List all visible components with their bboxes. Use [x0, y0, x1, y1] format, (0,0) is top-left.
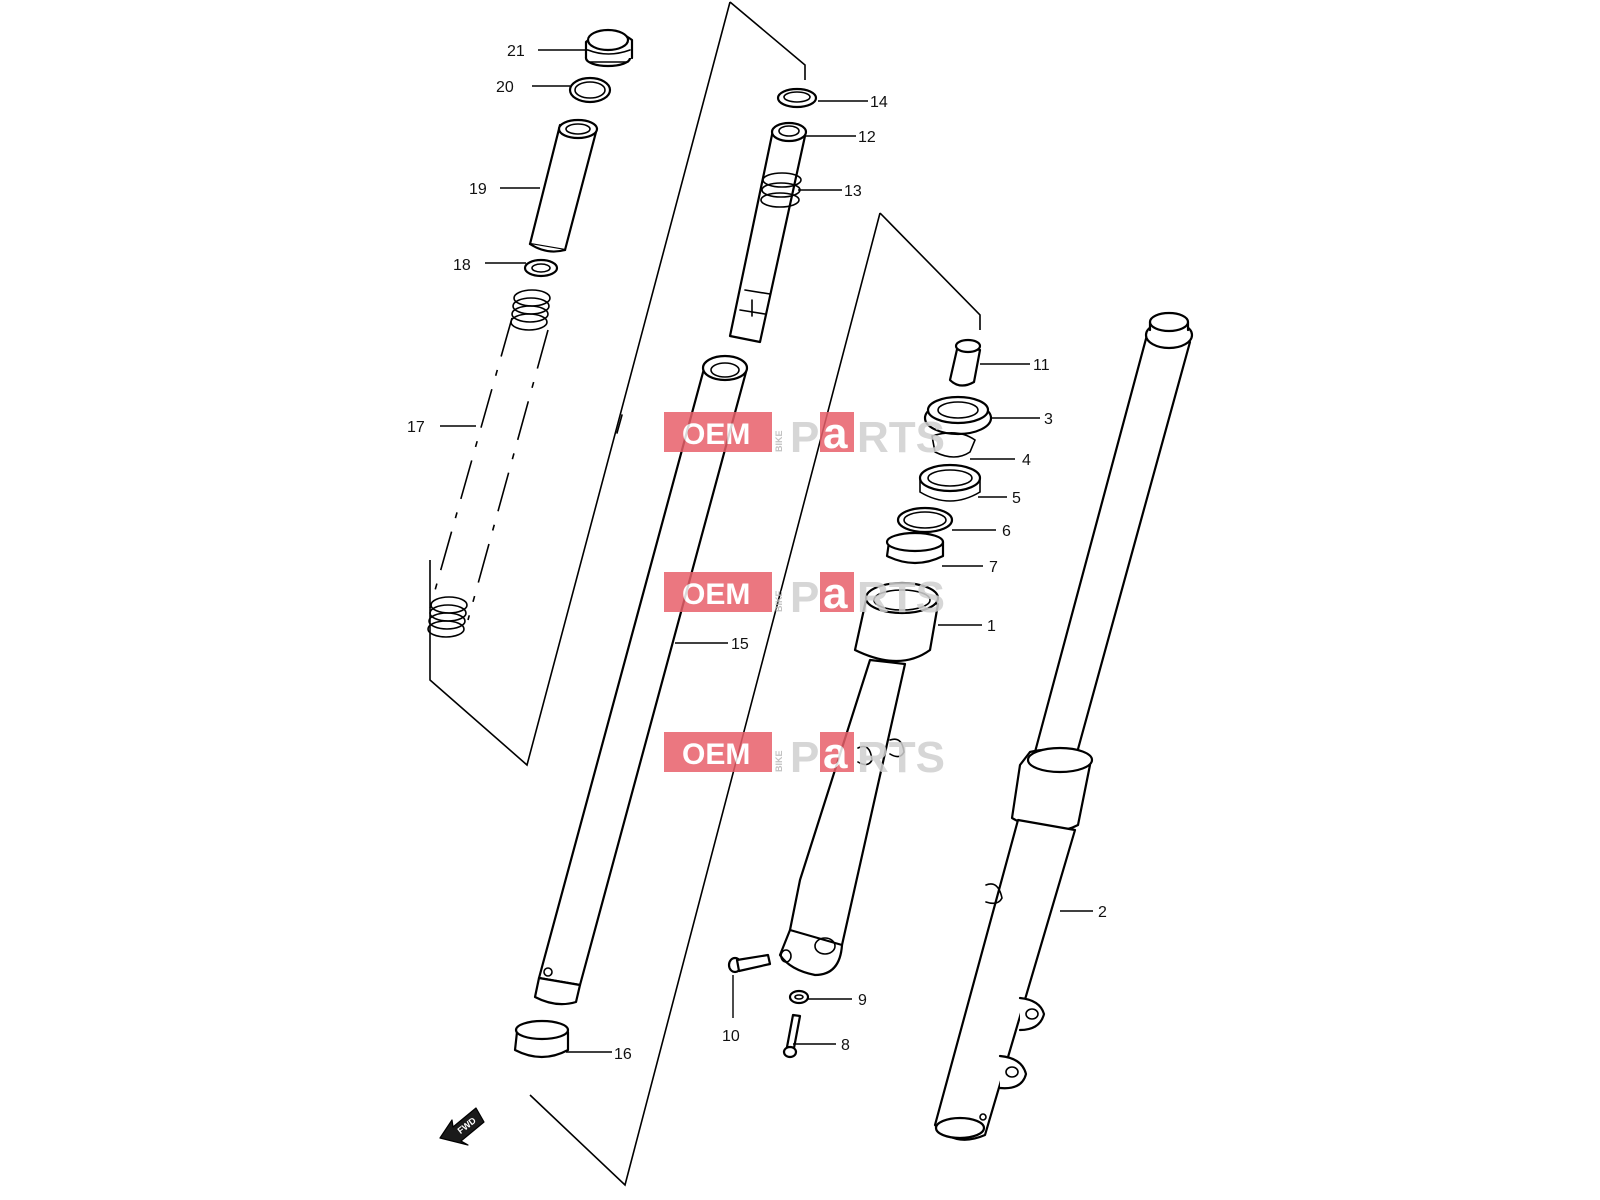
- watermark-rts: RTS: [857, 733, 945, 782]
- part-4-snap-ring[interactable]: [931, 432, 976, 458]
- watermark-3: OEM BIKE P a RTS: [664, 729, 945, 782]
- part-18-washer[interactable]: [523, 258, 559, 278]
- part-12-damper-rod[interactable]: [728, 121, 808, 344]
- part-20-o-ring[interactable]: [568, 76, 612, 104]
- callout-5: 5: [1012, 490, 1021, 507]
- watermark-oem: OEM: [682, 418, 750, 451]
- watermark-a: a: [823, 409, 848, 458]
- callout-14: 14: [870, 94, 888, 111]
- watermark-oem: OEM: [682, 578, 750, 611]
- watermark-p: P: [790, 733, 819, 782]
- part-21-cap-bolt[interactable]: [584, 28, 634, 68]
- watermark-rts: RTS: [857, 573, 945, 622]
- part-8-bolt[interactable]: [782, 1013, 802, 1059]
- callout-17: 17: [407, 419, 425, 436]
- callout-4: 4: [1022, 452, 1031, 469]
- callout-8: 8: [841, 1037, 850, 1054]
- group-outline-inner-assembly: [429, 1, 981, 1187]
- part-19-spacer[interactable]: [528, 118, 599, 253]
- callout-3: 3: [1044, 411, 1053, 428]
- part-2-front-fork-assembly[interactable]: [933, 311, 1194, 1141]
- callout-10: 10: [722, 1028, 740, 1045]
- callout-13: 13: [844, 183, 862, 200]
- watermark-1: OEM BIKE P a RTS: [664, 409, 945, 462]
- callout-2: 2: [1098, 904, 1107, 921]
- leader-lines: [440, 49, 1093, 1053]
- watermark-2: OEM BIKE P a RTS: [664, 569, 945, 622]
- watermark-a: a: [823, 729, 848, 778]
- callout-11: 11: [1033, 357, 1050, 374]
- callout-6: 6: [1002, 523, 1011, 540]
- part-17-fork-spring[interactable]: [427, 289, 551, 638]
- part-7-guide-bushing[interactable]: [885, 531, 945, 565]
- callout-labels: 21 20 19 18 17 14 12 13 15 16 11 3 4 5 6…: [407, 43, 1107, 1063]
- watermark-p: P: [790, 413, 819, 462]
- callout-18: 18: [453, 257, 471, 274]
- callout-21: 21: [507, 43, 525, 60]
- callout-19: 19: [469, 181, 487, 198]
- part-13-piston-rings[interactable]: [760, 172, 802, 208]
- part-3-oil-seal[interactable]: [923, 395, 993, 436]
- part-9-washer[interactable]: [788, 989, 810, 1005]
- part-1-outer-tube[interactable]: [778, 581, 940, 977]
- callout-12: 12: [858, 129, 876, 146]
- watermark-a: a: [823, 569, 848, 618]
- part-14-ring[interactable]: [776, 87, 818, 109]
- part-10-bolt[interactable]: [727, 953, 772, 974]
- watermark-oem: OEM: [682, 738, 750, 771]
- watermark-rts: RTS: [857, 413, 945, 462]
- part-6-backup-ring[interactable]: [896, 506, 954, 534]
- watermark-bike: BIKE: [774, 590, 784, 612]
- part-11-stopper[interactable]: [948, 338, 982, 387]
- callout-16: 16: [614, 1046, 632, 1063]
- watermark-bike: BIKE: [774, 750, 784, 772]
- part-16-bushing[interactable]: [513, 1019, 570, 1059]
- callout-20: 20: [496, 79, 514, 96]
- watermark-p: P: [790, 573, 819, 622]
- watermark-bike: BIKE: [774, 430, 784, 452]
- part-5-washer[interactable]: [918, 463, 982, 502]
- callout-15: 15: [731, 636, 749, 653]
- part-15-inner-tube[interactable]: [533, 354, 749, 1006]
- callout-7: 7: [989, 559, 998, 576]
- callout-1: 1: [987, 618, 996, 635]
- fwd-arrow-icon: FWD: [439, 1107, 485, 1146]
- callout-9: 9: [858, 992, 867, 1009]
